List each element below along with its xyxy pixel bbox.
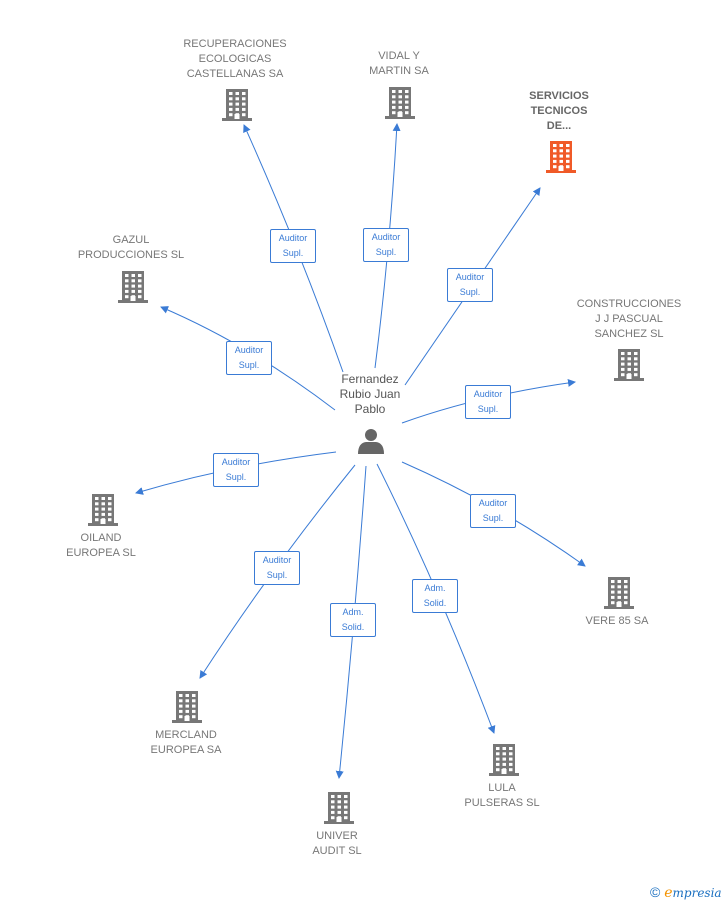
copyright-symbol: © bbox=[650, 884, 661, 900]
relation-label-gazul: Auditor Supl. bbox=[226, 341, 272, 375]
relation-label-recuperaciones: Auditor Supl. bbox=[270, 229, 316, 263]
company-name-gazul[interactable]: GAZUL PRODUCCIONES SL bbox=[77, 234, 185, 261]
relation-label-univer: Adm. Solid. bbox=[330, 603, 376, 637]
building-icon bbox=[324, 792, 354, 824]
building-icon bbox=[546, 141, 576, 173]
company-name-vidal[interactable]: VIDAL Y MARTIN SA bbox=[369, 50, 429, 77]
relation-label-vere: Auditor Supl. bbox=[470, 494, 516, 528]
person-name[interactable]: Fernandez Rubio Juan Pablo bbox=[339, 372, 401, 416]
company-name-recuperaciones[interactable]: RECUPERACIONES ECOLOGICAS CASTELLANAS SA bbox=[183, 38, 287, 80]
company-name-vere[interactable]: VERE 85 SA bbox=[585, 615, 649, 627]
building-icon bbox=[385, 87, 415, 119]
company-name-construcciones[interactable]: CONSTRUCCIONES J J PASCUAL SANCHEZ SL bbox=[576, 298, 682, 340]
relation-label-servicios: Auditor Supl. bbox=[447, 268, 493, 302]
building-icon bbox=[604, 577, 634, 609]
company-name-univer[interactable]: UNIVER AUDIT SL bbox=[312, 830, 362, 857]
relation-label-mercland: Auditor Supl. bbox=[254, 551, 300, 585]
building-icon bbox=[489, 744, 519, 776]
person-icon bbox=[358, 429, 384, 454]
building-icon bbox=[222, 89, 252, 121]
relation-label-oiland: Auditor Supl. bbox=[213, 453, 259, 487]
building-icon bbox=[88, 494, 118, 526]
relation-label-lula: Adm. Solid. bbox=[412, 579, 458, 613]
company-name-mercland[interactable]: MERCLAND EUROPEA SA bbox=[150, 729, 222, 756]
relation-label-vidal: Auditor Supl. bbox=[363, 228, 409, 262]
brand-initial: e bbox=[664, 885, 673, 901]
relation-label-construcciones: Auditor Supl. bbox=[465, 385, 511, 419]
building-icon bbox=[172, 691, 202, 723]
company-name-oiland[interactable]: OILAND EUROPEA SL bbox=[66, 532, 136, 559]
building-icon bbox=[118, 271, 148, 303]
building-icon bbox=[614, 349, 644, 381]
brand-name: mpresia bbox=[672, 886, 722, 900]
company-name-lula[interactable]: LULA PULSERAS SL bbox=[464, 782, 540, 809]
empresia-logo: © empresia bbox=[650, 884, 722, 901]
company-name-servicios[interactable]: SERVICIOS TECNICOS DE... bbox=[529, 90, 589, 132]
